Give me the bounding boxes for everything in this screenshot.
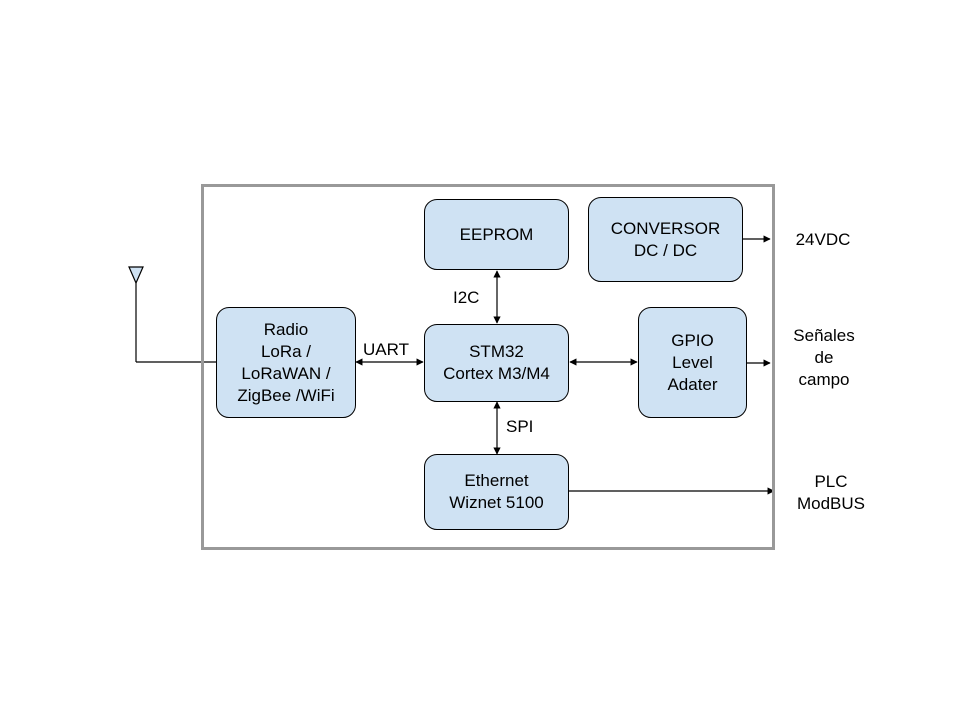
ethernet-block: Ethernet Wiznet 5100: [424, 454, 569, 530]
block-label: Level: [672, 352, 713, 372]
block-label: EEPROM: [459, 224, 534, 244]
block-label: STM32: [469, 342, 524, 361]
gpio-level-adapter-block: GPIO Level Adater: [638, 307, 747, 418]
i2c-label: I2C: [453, 288, 480, 307]
block-label: Radio: [263, 319, 309, 339]
block-label: Adater: [667, 374, 718, 394]
output-text: ModBUS: [796, 494, 866, 513]
field-signals-label: Señales de campo: [779, 325, 869, 391]
output-text: 24VDC: [795, 230, 851, 249]
dc-dc-converter-block: CONVERSOR DC / DC: [588, 197, 743, 282]
output-text: campo: [798, 370, 850, 389]
uart-label: UART: [363, 340, 409, 359]
plc-modbus-label: PLC ModBUS: [786, 471, 876, 515]
output-text: de: [814, 348, 834, 367]
block-label: Ethernet: [464, 471, 529, 490]
eeprom-block: EEPROM: [424, 199, 569, 270]
device-enclosure: [201, 184, 775, 550]
spi-label: SPI: [506, 417, 534, 436]
block-label: Cortex M3/M4: [443, 364, 550, 383]
radio-block: Radio LoRa / LoRaWAN / ZigBee /WiFi: [216, 307, 356, 418]
block-label: DC / DC: [633, 240, 698, 260]
output-text: PLC: [814, 472, 848, 491]
block-label: ZigBee /WiFi: [237, 385, 335, 405]
stm32-block: STM32 Cortex M3/M4: [424, 324, 569, 402]
block-label: LoRa /: [260, 341, 312, 361]
block-label: LoRaWAN /: [241, 363, 331, 383]
block-label: GPIO: [671, 330, 714, 350]
block-label: Wiznet 5100: [449, 493, 544, 512]
output-text: Señales: [793, 326, 855, 345]
power-output-label: 24VDC: [784, 229, 862, 251]
block-label: CONVERSOR: [610, 218, 721, 238]
